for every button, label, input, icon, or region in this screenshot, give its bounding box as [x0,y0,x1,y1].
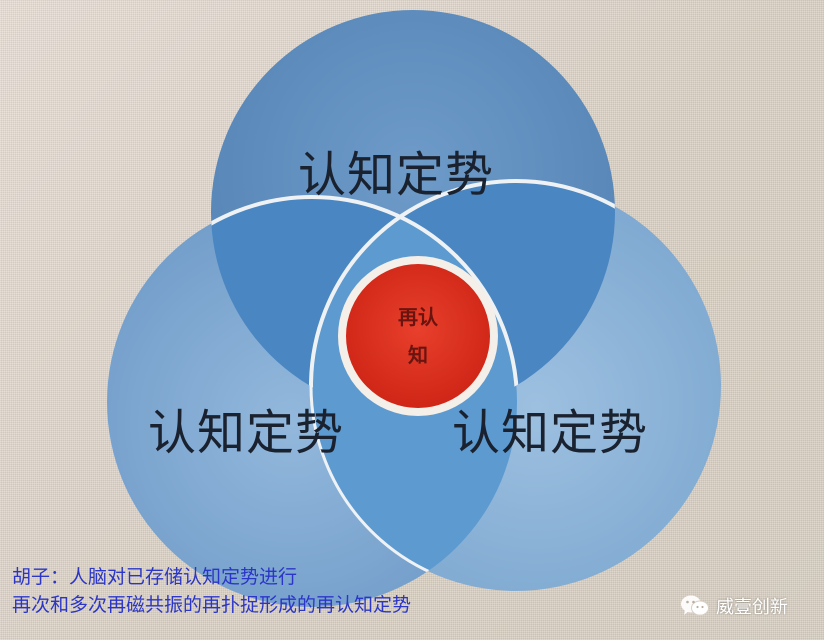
watermark: 威壹创新 [680,593,788,619]
caption-line1: 胡子：人脑对已存储认知定势进行 [12,566,298,588]
center-circle [346,264,490,408]
center-label: 再认 知 [378,298,458,374]
caption-line2: 再次和多次再磁共振的再扑捉形成的再认知定势 [12,594,412,616]
circle-left-label: 认知定势 [148,405,345,461]
center-label-line1: 再认 [398,305,438,329]
caption: 胡子：人脑对已存储认知定势进行 再次和多次再磁共振的再扑捉形成的再认知定势 [12,563,411,619]
center-label-line2: 知 [408,343,428,367]
circle-right-label: 认知定势 [452,405,649,461]
watermark-text: 威壹创新 [716,597,788,618]
wechat-icon [680,594,710,618]
circle-top-label: 认知定势 [298,147,495,203]
